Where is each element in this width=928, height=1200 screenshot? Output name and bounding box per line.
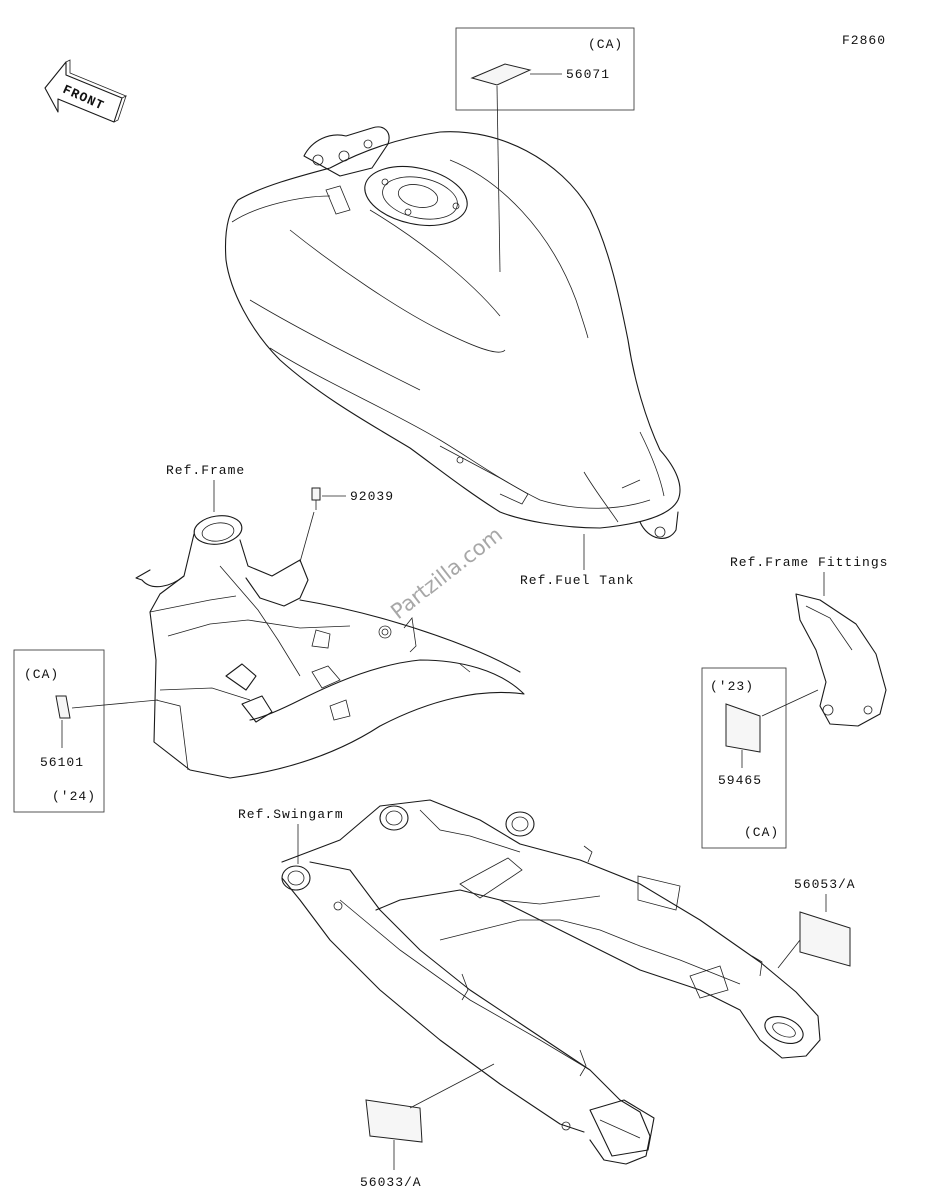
callout-56071[interactable]: (CA) 56071: [455, 27, 635, 273]
part-56101-year: ('24): [52, 789, 96, 804]
callout-59465[interactable]: ('23) 59465 (CA): [701, 667, 819, 849]
part-56071-number: 56071: [566, 67, 610, 82]
fuel-tank-ref: [225, 126, 681, 539]
frame-ref: [135, 515, 525, 779]
callout-56053[interactable]: 56053/A: [777, 877, 856, 969]
callout-92039[interactable]: 92039: [299, 487, 394, 563]
part-59465-number: 59465: [718, 773, 762, 788]
callout-56101[interactable]: (CA) 56101 ('24): [13, 649, 159, 813]
part-56071-note: (CA): [588, 37, 623, 52]
part-59465-year: ('23): [710, 679, 754, 694]
callout-56033[interactable]: 56033/A: [360, 1063, 495, 1190]
part-56101-number: 56101: [40, 755, 84, 770]
front-arrow-label: FRONT: [60, 82, 106, 114]
ref-frame-label: Ref.Frame: [166, 463, 245, 478]
front-arrow-icon: FRONT: [44, 59, 127, 123]
swingarm-ref: [281, 799, 821, 1165]
frame-fittings-ref: [795, 593, 887, 727]
diagram-code: F2860: [842, 33, 886, 48]
part-59465-note: (CA): [744, 825, 779, 840]
part-56033-number: 56033/A: [360, 1175, 422, 1190]
part-56101-note: (CA): [24, 667, 59, 682]
ref-swingarm-label: Ref.Swingarm: [238, 807, 344, 822]
ref-frame-fittings-label: Ref.Frame Fittings: [730, 555, 888, 570]
part-56053-number: 56053/A: [794, 877, 856, 892]
ref-fuel-tank-label: Ref.Fuel Tank: [520, 573, 634, 588]
part-92039-number: 92039: [350, 489, 394, 504]
watermark: Partzilla.com: [386, 522, 507, 624]
